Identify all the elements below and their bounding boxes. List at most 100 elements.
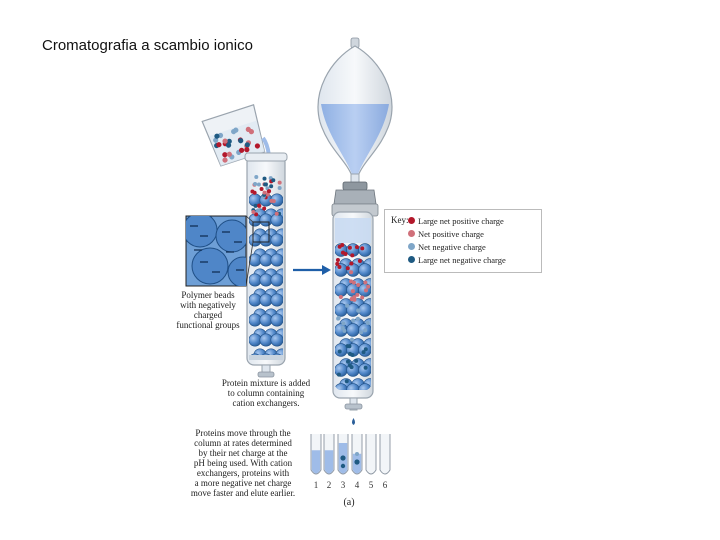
- bead: [259, 313, 273, 327]
- protein-dot: [254, 212, 259, 217]
- protein-dot: [360, 246, 365, 251]
- protein-dot: [274, 211, 279, 216]
- key-dot-large-negative: [408, 256, 415, 263]
- protein-dot: [263, 182, 268, 187]
- protein-dot: [259, 187, 264, 192]
- protein-dot: [226, 151, 232, 157]
- protein-dot: [277, 185, 282, 190]
- caption-elution: Proteins move through the column at rate…: [190, 428, 296, 498]
- bead: [346, 323, 360, 337]
- tube-number-5: 5: [368, 480, 374, 490]
- protein-dot: [265, 192, 270, 197]
- protein-dot: [360, 295, 365, 300]
- protein-dot: [342, 328, 347, 333]
- protein-dot: [344, 379, 349, 384]
- collection-tube-6: [379, 434, 391, 475]
- tube-number-3: 3: [340, 480, 346, 490]
- eluent-drop: [352, 418, 355, 425]
- protein-dot: [361, 350, 366, 355]
- protein-dot: [262, 206, 267, 211]
- protein-dot: [338, 294, 343, 299]
- protein-dot: [340, 463, 346, 469]
- panel-label: (a): [343, 497, 355, 508]
- protein-dot: [239, 147, 245, 153]
- protein-dot: [349, 270, 354, 275]
- bead: [335, 283, 348, 297]
- protein-dot: [216, 142, 222, 148]
- tube-number-1: 1: [313, 480, 319, 490]
- tube-number-4: 4: [354, 480, 360, 490]
- protein-dot: [363, 365, 368, 370]
- bead: [270, 333, 283, 347]
- protein-dot: [222, 152, 228, 158]
- protein-dot: [337, 244, 342, 249]
- protein-dot: [355, 316, 360, 321]
- protein-dot: [341, 321, 346, 326]
- tube-number-6: 6: [382, 480, 388, 490]
- protein-dot: [352, 297, 357, 302]
- protein-dot: [250, 189, 255, 194]
- right-column: [332, 211, 374, 425]
- bead: [358, 363, 371, 377]
- tube-liquid: [311, 450, 321, 474]
- bead: [335, 363, 348, 377]
- protein-dot: [354, 358, 359, 363]
- protein-dot: [357, 258, 362, 263]
- bead: [259, 253, 273, 267]
- protein-dot: [253, 181, 258, 186]
- protein-dot: [346, 359, 351, 364]
- key-item-positive: Net positive charge: [408, 229, 484, 239]
- bead: [270, 313, 283, 327]
- key-dot-positive: [408, 230, 415, 237]
- key-item-large-negative: Large net negative charge: [408, 255, 506, 265]
- bead: [358, 263, 371, 277]
- protein-dot: [345, 303, 350, 308]
- protein-dot: [355, 292, 360, 297]
- tube-liquid: [324, 450, 334, 474]
- protein-dot: [267, 189, 272, 194]
- left-column: [244, 152, 288, 378]
- protein-dot: [363, 347, 368, 352]
- bead: [270, 273, 283, 287]
- protein-dot: [351, 280, 356, 285]
- collection-tubes: [310, 434, 391, 475]
- protein-dot: [254, 143, 261, 149]
- key-item-large-positive: Large net positive charge: [408, 216, 504, 226]
- protein-dot: [335, 258, 340, 263]
- caption-polymer-beads: Polymer beads with negatively charged fu…: [176, 290, 240, 330]
- protein-dot: [354, 245, 359, 250]
- bead: [358, 383, 371, 390]
- key-label-negative: Net negative charge: [418, 242, 486, 252]
- protein-dot: [336, 316, 341, 321]
- key-label-large-negative: Large net negative charge: [418, 255, 506, 265]
- key-dot-large-positive: [408, 217, 415, 224]
- protein-dot: [356, 282, 361, 287]
- protein-dot: [359, 330, 364, 335]
- key-label-positive: Net positive charge: [418, 229, 484, 239]
- protein-dot: [213, 137, 219, 143]
- key-item-negative: Net negative charge: [408, 242, 486, 252]
- protein-dot: [356, 308, 361, 313]
- bead: [270, 253, 283, 267]
- process-arrow: [293, 265, 331, 275]
- bead: [249, 333, 262, 347]
- left-column-beads: [249, 193, 283, 360]
- protein-dot: [256, 208, 261, 213]
- protein-dot: [269, 184, 274, 189]
- protein-dot: [337, 349, 342, 354]
- protein-dot: [262, 190, 267, 195]
- protein-dot: [349, 261, 354, 266]
- bead: [249, 233, 262, 247]
- bead: [259, 293, 273, 307]
- beaker-protein-dots: [213, 126, 261, 163]
- bead-closeup-inset: [185, 215, 247, 287]
- tube-glass: [365, 434, 377, 475]
- protein-dot: [363, 280, 368, 285]
- protein-dot: [347, 344, 352, 349]
- caption-protein-mixture: Protein mixture is added to column conta…: [221, 378, 311, 408]
- collection-tube-2: [323, 434, 335, 475]
- bead: [259, 333, 273, 347]
- protein-dot: [277, 180, 282, 185]
- protein-dot: [340, 250, 345, 255]
- protein-dot: [254, 175, 259, 180]
